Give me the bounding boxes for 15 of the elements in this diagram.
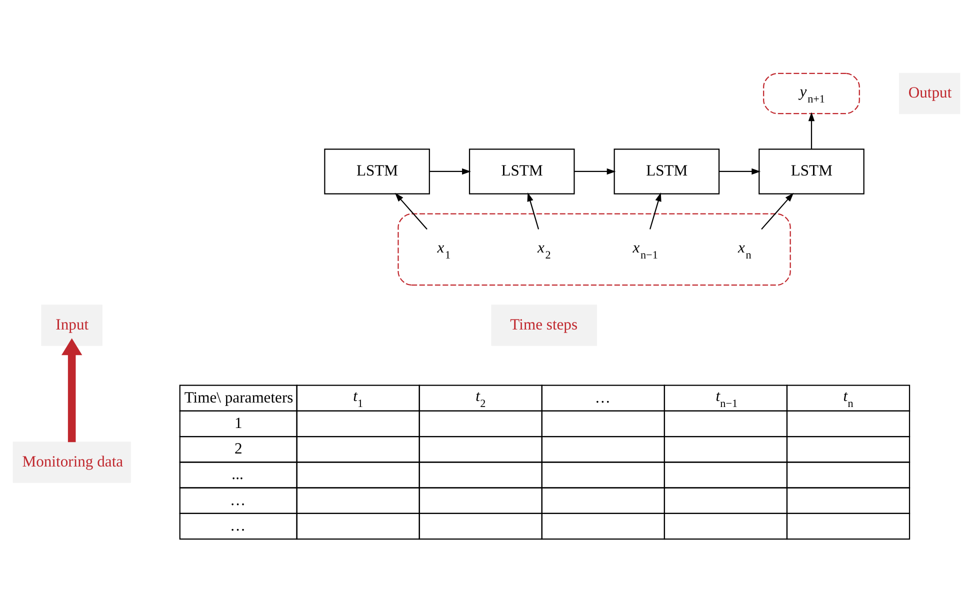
label: …	[230, 516, 246, 534]
label: ...	[232, 466, 244, 483]
node-text: x$_{n−1}$	[632, 238, 658, 261]
label: t$_{1}$	[353, 388, 364, 410]
label: 2	[234, 440, 242, 458]
label: t$_{n}$	[843, 388, 854, 410]
label: t$_{n−1}$	[716, 388, 738, 410]
node-text: x$_{1}$	[437, 238, 451, 261]
label: …	[230, 491, 246, 508]
label: 1	[234, 414, 242, 432]
label: …	[594, 388, 610, 406]
node-text: x$_{2}$	[537, 238, 551, 261]
label: Time\ parameters	[184, 388, 294, 406]
label: t$_{2}$	[476, 388, 486, 410]
node-text: x$_{n}$	[738, 238, 752, 261]
